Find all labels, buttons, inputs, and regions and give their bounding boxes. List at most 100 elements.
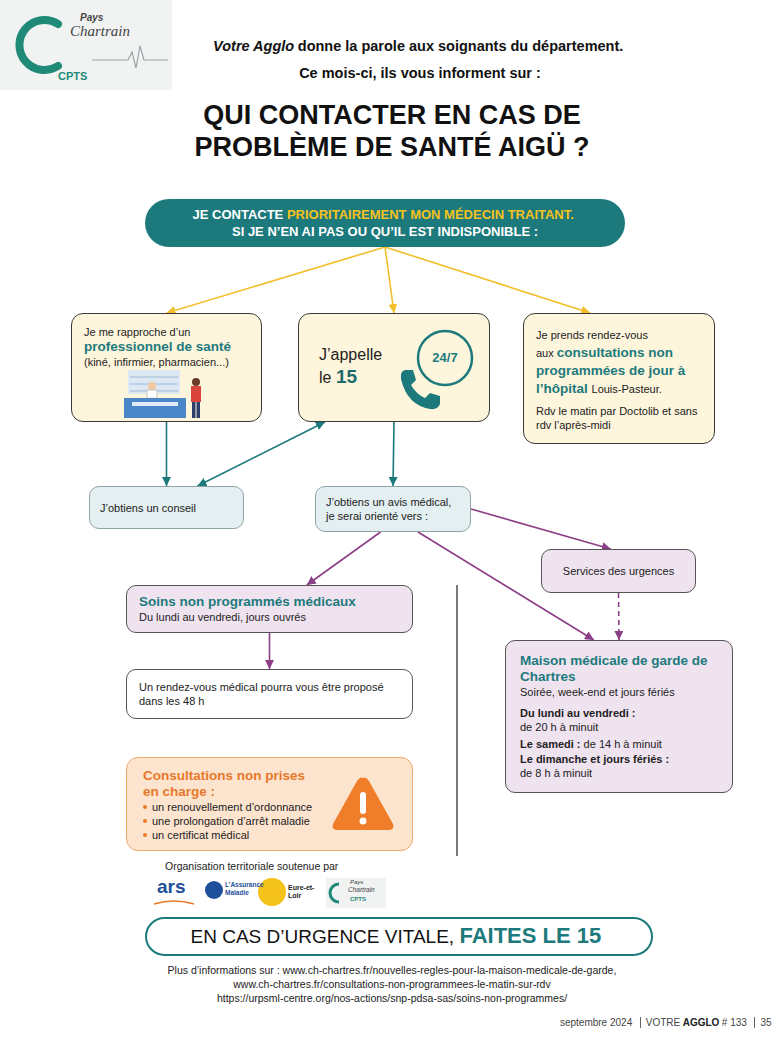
logo-text: Pays	[80, 12, 103, 23]
logo-c	[19, 20, 58, 70]
counter	[124, 398, 186, 418]
node-text: SI JE N’EN AI PAS OU QU’IL EST INDISPONI…	[157, 223, 613, 240]
node-text: de 8 h à minuit	[520, 766, 718, 780]
sponsor-logo-text: ars	[157, 876, 186, 898]
customer-body	[191, 386, 201, 402]
customer-head	[192, 378, 200, 386]
cpts-logo-small-ground	[326, 878, 386, 908]
warning-icon	[330, 774, 396, 834]
node-text: Consultations non prises en charge :	[143, 768, 322, 800]
cpts-logo-small-c	[330, 884, 339, 902]
sponsor-logo-text: Eure-et-Loir	[288, 884, 320, 900]
node-text: Maison médicale de garde de Chartres	[520, 653, 718, 685]
logo-ecg-line	[92, 46, 168, 68]
node-text: (kiné, infirmier, pharmacien...)	[84, 355, 249, 369]
logo-text: Chartrain	[70, 23, 130, 40]
node-text: FAITES LE 15	[459, 923, 601, 948]
node-text: un renouvellement d’ordonnance	[143, 800, 322, 814]
connector-arrow	[385, 247, 394, 313]
node-text: Services des urgences	[554, 564, 683, 578]
node-text: Soins non programmés médicaux	[139, 594, 400, 610]
assurance-maladie-mark	[205, 881, 223, 899]
node-text: J’obtiens un conseil	[100, 501, 233, 515]
node-text: un certificat médical	[143, 828, 322, 842]
emergency-banner: EN CAS D’URGENCE VITALE,FAITES LE 15	[145, 917, 653, 956]
result-box: Un rendez-vous médical pourra vous être …	[126, 669, 413, 719]
header-text: Votre Agglo	[213, 38, 294, 54]
warning-box: Consultations non prises en charge :un r…	[126, 757, 413, 851]
magazine-name: AGGLO	[683, 1017, 720, 1028]
logo-text: CPTS	[58, 70, 87, 82]
issue-date: septembre 2024	[560, 1017, 632, 1028]
phone-icon	[299, 314, 491, 423]
node-text: une prolongation d’arrêt maladie	[143, 814, 322, 828]
option-box: Je prends rendez-vous auxconsultations n…	[523, 313, 715, 444]
ars-logo-swoosh	[154, 901, 194, 904]
page-footer: septembre 2024 VOTREAGGLO# 133 35	[560, 1017, 774, 1028]
node-text: 24/7	[421, 350, 469, 366]
option-box: J’appelle le1524/7	[298, 313, 490, 422]
ars-logo-ground	[152, 876, 200, 908]
connector-arrow	[166, 422, 168, 486]
connector-arrow	[269, 633, 271, 669]
node-text: de 14 h à minuit	[584, 738, 662, 750]
node-text: J’obtiens un avis médical, je serai orie…	[326, 495, 460, 523]
logo-ground	[0, 0, 172, 90]
customer-leg	[197, 402, 201, 418]
header-text: donne la parole aux soignants du départe…	[298, 38, 624, 54]
connector-arrow	[167, 247, 386, 313]
node-text: Du lundi au vendredi, jours ouvrés	[139, 610, 400, 624]
node-text: Rdv le matin par Doctolib et sans rdv l’…	[536, 404, 702, 432]
connector-arrow	[385, 247, 590, 313]
footer-links: Plus d’informations sur : www.ch-chartre…	[100, 963, 684, 1005]
exclamation-dot	[360, 818, 367, 825]
separator-line	[456, 585, 457, 856]
connector-arrow	[198, 422, 325, 486]
instruction-banner: JE CONTACTEPRIORITAIREMENT MON MÉDECIN T…	[145, 199, 625, 247]
node-text: EN CAS D’URGENCE VITALE,	[191, 926, 455, 947]
option-box: Je me rapproche d’unprofessionnel de san…	[71, 313, 262, 422]
node-text: professionnel de santé	[84, 339, 249, 355]
node-text: Du lundi au vendredi :	[520, 706, 718, 720]
badge-circle	[418, 331, 472, 385]
title: QUI CONTACTER EN CAS DE PROBLÈME DE SANT…	[60, 99, 724, 163]
node-text: JE CONTACTE	[193, 207, 284, 222]
sponsor-logo-text: CPTS	[350, 896, 366, 903]
service-box: Soins non programmés médicauxDu lundi au…	[126, 585, 413, 633]
connector-arrow	[471, 509, 611, 549]
pharmacist-head	[148, 382, 156, 390]
counter-sign	[132, 402, 178, 406]
sponsor-logo-text: L’Assurance Maladie	[225, 881, 261, 897]
header-line: Ce mois-ci, ils vous informent sur :	[160, 64, 680, 82]
node-text: Soirée, week-end et jours fériés	[520, 685, 718, 699]
node-text: Un rendez-vous médical pourra vous être …	[139, 680, 400, 708]
connector-arrow	[393, 422, 394, 486]
warning-triangle	[333, 777, 394, 830]
service-box: Maison médicale de garde de ChartresSoir…	[505, 640, 733, 793]
pharmacy-illustration	[124, 368, 208, 420]
page-number: 35	[754, 1017, 771, 1028]
issue-number: # 133	[722, 1017, 747, 1028]
sponsor-line: Organisation territoriale soutenue par	[165, 860, 338, 872]
header-text: Ce mois-ci, ils vous informent sur :	[299, 65, 541, 81]
customer-leg	[192, 402, 196, 418]
node-text: PRIORITAIREMENT MON MÉDECIN TRAITANT.	[287, 207, 574, 222]
phone-handset	[401, 370, 440, 409]
shelf-line	[130, 377, 178, 378]
result-box: J’obtiens un avis médical, je serai orie…	[315, 486, 471, 532]
node-text: Je me rapproche d’un	[84, 325, 249, 339]
footer-link: https://urpsml-centre.org/nos-actions/sn…	[100, 991, 684, 1005]
node-text: Le dimanche et jours fériés :	[520, 752, 718, 766]
connector-arrow	[307, 532, 381, 585]
pharmacist-body	[147, 390, 157, 398]
magazine-name: VOTRE	[640, 1017, 680, 1028]
exclamation-bar	[360, 792, 366, 814]
sponsor-logo-text: Chartrain	[348, 886, 375, 894]
sponsor-note: Organisation territoriale soutenue par	[165, 860, 338, 872]
header-line: Votre Agglodonne la parole aux soignants…	[160, 37, 680, 55]
footer-link: www.ch-chartres.fr/consultations-non-pro…	[100, 977, 684, 991]
service-box: Services des urgences	[541, 549, 696, 593]
eure-et-loir-mark	[258, 878, 286, 906]
